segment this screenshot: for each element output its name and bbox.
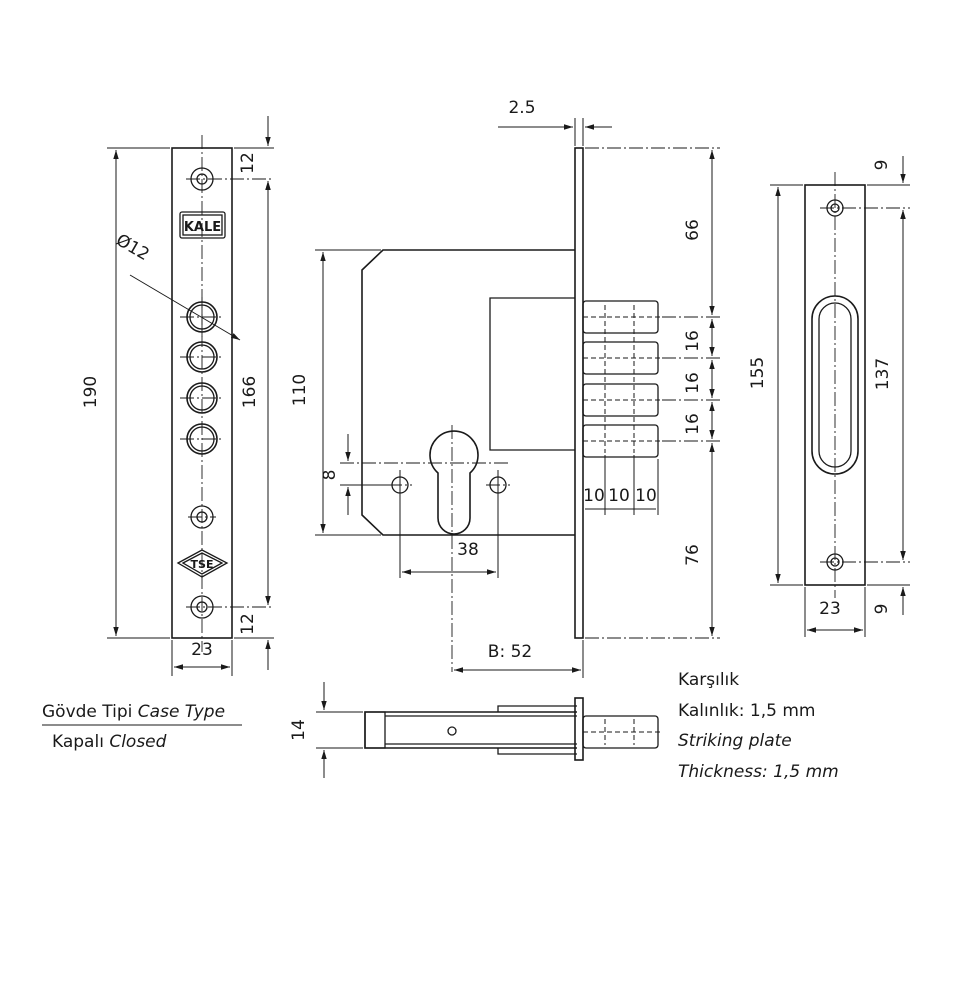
dim-bolt-steps: 10 10 10 <box>582 455 659 515</box>
dim-backset: B: 52 <box>454 640 584 678</box>
dim-label-66: 66 <box>683 219 703 241</box>
dim-label-110: 110 <box>290 374 310 406</box>
dim-faceplate-height: 190 <box>81 147 170 639</box>
faceplate-screw-hole-mid <box>188 505 216 529</box>
dim-bolt-positions: 66 16 16 16 76 <box>585 147 720 639</box>
svg-text:TSE: TSE <box>191 558 214 571</box>
lock-bolts <box>582 300 662 458</box>
faceplate-bolt-holes <box>180 297 224 455</box>
plate-note-title-tr: Karşılık <box>678 670 740 690</box>
dim-faceplate-top-offset: 12 <box>234 116 274 205</box>
faceplate-screw-hole-top <box>186 167 274 191</box>
dim-label-diameter: Ø12 <box>112 230 152 265</box>
dim-label-76: 76 <box>683 544 703 566</box>
dim-label-38: 38 <box>457 540 479 560</box>
cylinder-cutout <box>429 430 479 535</box>
lock-inner-block <box>489 297 575 451</box>
case-type-label-tr: Gövde Tipi <box>42 702 133 722</box>
striking-plate-hole-top <box>820 199 910 217</box>
dim-label-2-5: 2.5 <box>508 98 535 118</box>
dim-bolt-hole-diameter: Ø12 <box>112 230 241 341</box>
dim-label-9-bottom: 9 <box>872 604 892 615</box>
dim-label-10-c: 10 <box>635 486 657 506</box>
faceplate-screw-hole-bottom <box>186 595 274 619</box>
faceplate-view: KALE TSE 190 23 166 <box>81 116 274 676</box>
dim-label-23-plate: 23 <box>819 599 841 619</box>
dim-striking-plate-top: 9 <box>867 156 910 232</box>
dim-label-12-bottom: 12 <box>238 613 258 635</box>
case-type-value-tr: Kapalı <box>52 732 104 752</box>
tse-logo-icon: TSE <box>176 549 229 578</box>
dim-faceplate-bottom-offset: 12 <box>234 580 274 670</box>
plate-note-title-en: Striking plate <box>678 731 792 751</box>
dim-striking-plate-pitch: 137 <box>873 210 906 560</box>
plate-note-thickness-tr: Kalınlık: 1,5 mm <box>678 701 816 721</box>
striking-plate-view: 155 23 137 9 9 <box>748 156 910 637</box>
dim-striking-plate-width: 23 <box>804 587 866 637</box>
case-type-label-en: Case Type <box>137 702 226 722</box>
lock-case-outline <box>361 249 575 536</box>
dim-label-155: 155 <box>748 357 768 389</box>
dim-cylinder-offset: 8 <box>320 434 390 515</box>
dim-striking-plate-height: 155 <box>748 184 803 586</box>
striking-plate-slot <box>811 295 859 475</box>
dim-label-16-a: 16 <box>683 330 703 352</box>
dim-faceplate-width: 23 <box>171 640 233 676</box>
dim-plate-thickness: 2.5 <box>498 98 612 146</box>
bottom-screw-hole <box>447 726 457 736</box>
dim-label-12-top: 12 <box>238 152 258 174</box>
dim-label-166: 166 <box>240 376 260 408</box>
dim-case-height: 110 <box>290 249 381 536</box>
dim-label-137: 137 <box>873 358 893 390</box>
dim-label-23: 23 <box>191 640 213 660</box>
bottom-front-plate <box>574 697 584 761</box>
dim-screw-spacing: 38 <box>402 540 496 575</box>
dim-striking-plate-bottom: 9 <box>867 540 910 615</box>
dim-label-backset: B: 52 <box>488 642 532 662</box>
case-type-value-en: Closed <box>109 732 167 752</box>
dim-faceplate-pitch: 166 <box>240 181 271 605</box>
dim-label-16-c: 16 <box>683 413 703 435</box>
bottom-case-outline <box>364 711 577 749</box>
dim-label-14: 14 <box>289 719 309 741</box>
striking-plate-hole-bottom <box>820 553 910 571</box>
case-type-label: Gövde Tipi Case Type <box>42 702 225 722</box>
kale-logo-icon: KALE <box>179 211 226 239</box>
dim-label-8: 8 <box>320 470 340 481</box>
dim-bottom-thickness: 14 <box>289 682 363 778</box>
bottom-view: 14 <box>289 682 662 778</box>
plate-note-thickness-en: Thickness: 1,5 mm <box>678 762 839 782</box>
dim-label-10-a: 10 <box>583 486 605 506</box>
dim-label-16-b: 16 <box>683 372 703 394</box>
lock-front-plate <box>574 147 584 639</box>
dim-label-190: 190 <box>81 376 101 408</box>
lock-body-view: 2.5 110 8 38 B: 52 <box>290 98 720 678</box>
dim-label-9-top: 9 <box>872 160 892 171</box>
dim-label-10-b: 10 <box>608 486 630 506</box>
case-type-value: Kapalı Closed <box>52 732 166 752</box>
svg-text:KALE: KALE <box>184 220 221 235</box>
